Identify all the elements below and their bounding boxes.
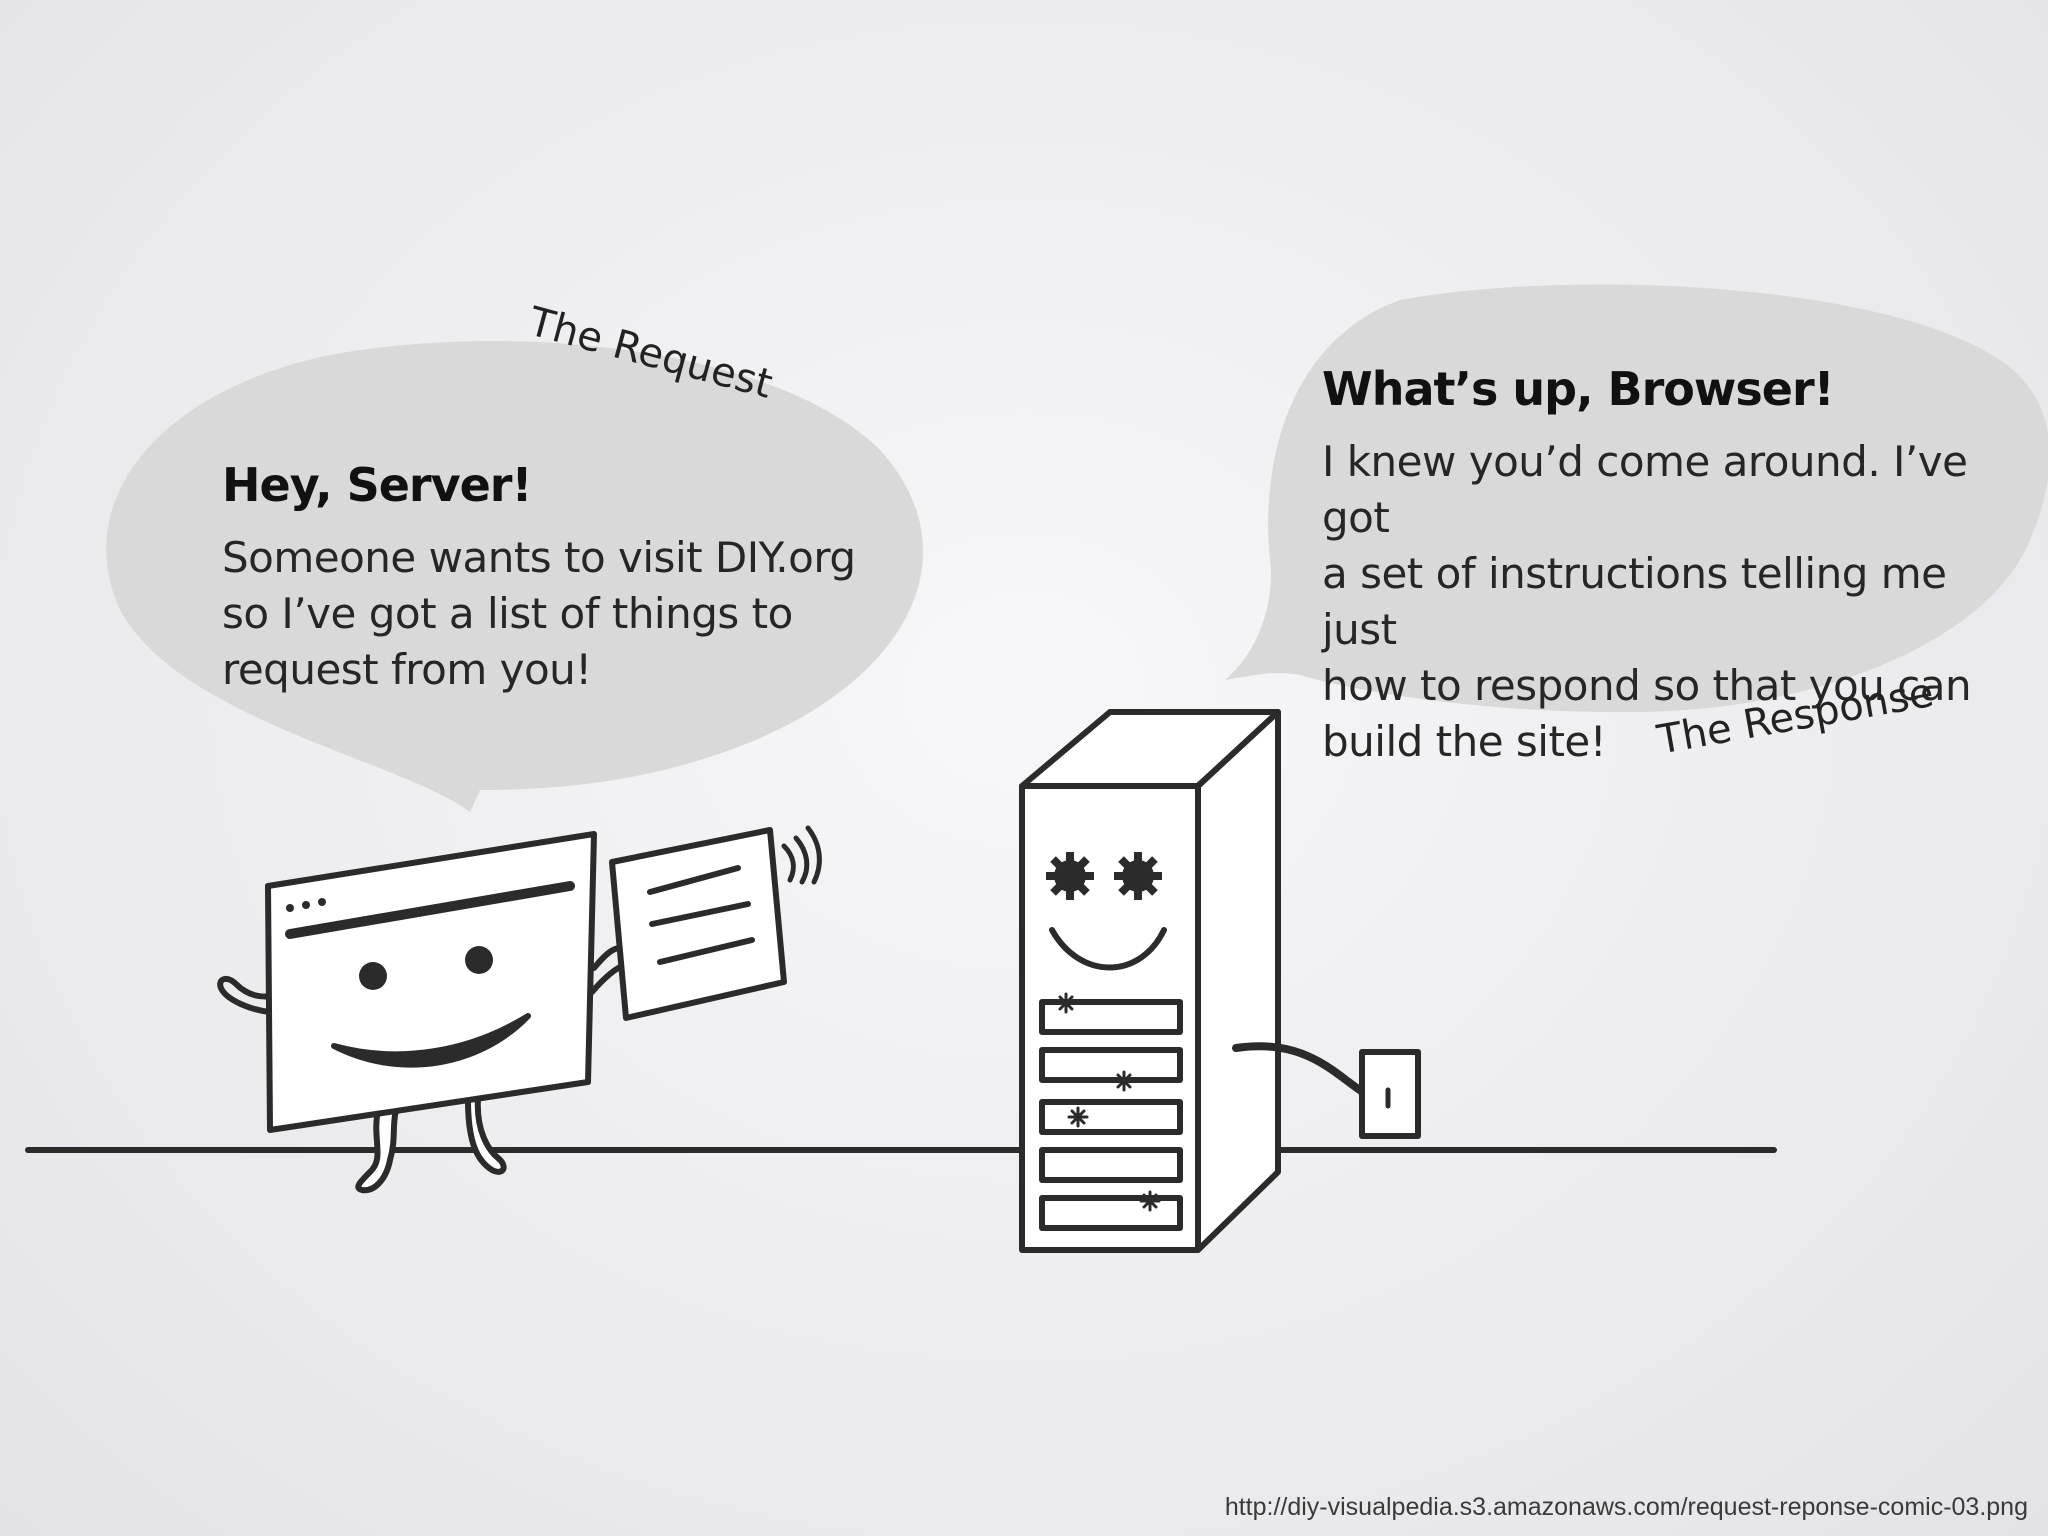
response-speech-bubble <box>1225 284 2048 713</box>
browser-left-eye <box>359 962 387 990</box>
request-body: Someone wants to visit DIY.org so I’ve g… <box>222 533 856 694</box>
browser-left-leg <box>355 1107 399 1194</box>
server-drive-bay <box>1039 1047 1183 1083</box>
browser-smile <box>331 1013 531 1068</box>
gear-icon <box>1046 852 1094 900</box>
server-smile <box>1049 927 1167 971</box>
paper-line-3 <box>657 937 755 965</box>
motion-mark-2 <box>793 835 810 885</box>
paper-line-2 <box>649 901 751 927</box>
response-bubble-text: What’s up, Browser! I knew you’d come ar… <box>1322 362 2022 770</box>
response-body: I knew you’d come around. I’ve got a set… <box>1322 437 1972 766</box>
browser-character <box>217 825 822 1194</box>
server-drive-bay <box>1039 999 1183 1035</box>
request-title: Hey, Server! <box>222 458 532 512</box>
source-url: http://diy-visualpedia.s3.amazonaws.com/… <box>1224 1493 2028 1521</box>
server-drive-bay <box>1039 1147 1183 1183</box>
server-character <box>1019 709 1421 1253</box>
browser-right-eye <box>465 946 493 974</box>
request-bubble-text: Hey, Server! Someone wants to visit DIY.… <box>222 458 862 698</box>
browser-dot-3 <box>318 898 326 906</box>
browser-right-leg <box>465 1095 507 1175</box>
motion-mark-3 <box>805 825 822 885</box>
paper-line-1 <box>647 865 741 895</box>
browser-dot-2 <box>302 901 310 909</box>
paper-sheet <box>609 827 787 1021</box>
browser-dot-1 <box>286 904 294 912</box>
server-sparkles <box>1055 992 1161 1212</box>
request-speech-bubble <box>106 340 924 812</box>
response-title: What’s up, Browser! <box>1322 362 1835 416</box>
browser-right-arm <box>591 945 623 971</box>
server-drive-bay <box>1039 1195 1183 1231</box>
browser-window <box>265 831 597 1133</box>
gear-icon <box>1114 852 1162 900</box>
browser-left-arm <box>217 975 275 1015</box>
server-side <box>1195 709 1281 1253</box>
browser-toolbar-bar <box>285 881 575 939</box>
server-drive-bay <box>1039 1099 1183 1135</box>
motion-mark-1 <box>781 843 796 883</box>
